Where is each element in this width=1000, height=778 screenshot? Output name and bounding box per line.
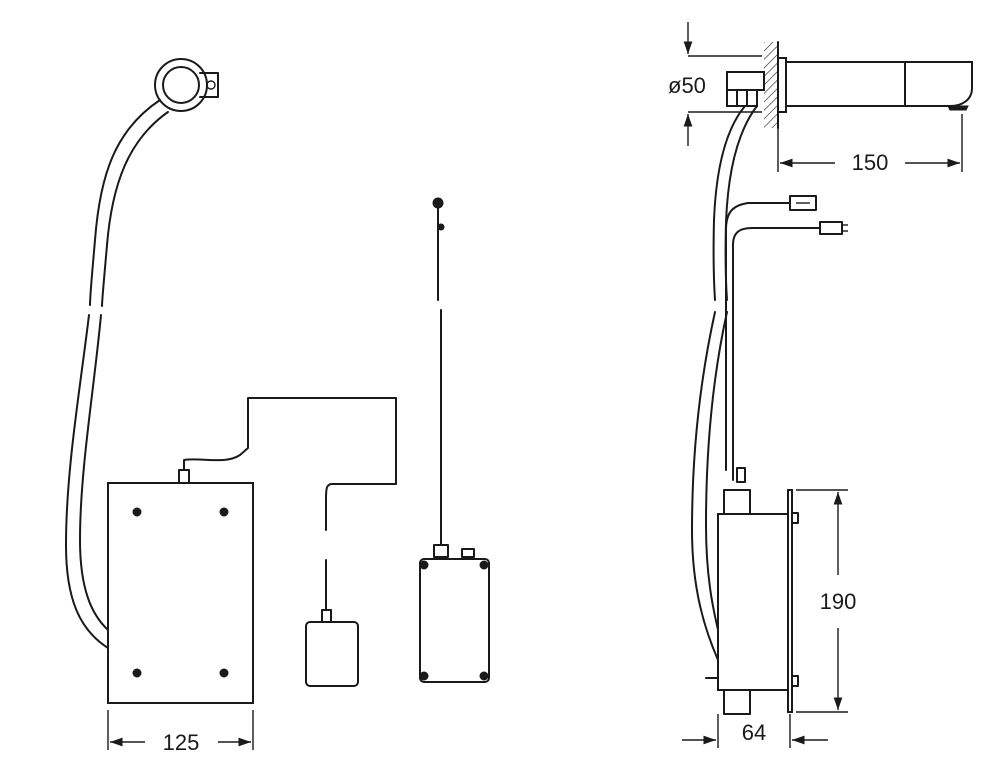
side-control-box [705,489,799,715]
dimension-width: 125 [107,710,254,755]
spout [726,57,973,113]
side-cables [725,195,848,483]
side-view: ø50 150 [668,22,973,748]
dimension-height: 190 [796,489,857,713]
hose [65,99,169,649]
sensor-ring [154,58,219,112]
dimension-label-height: 190 [820,589,857,614]
dimension-diameter: ø50 [668,22,762,146]
wall-section [764,42,778,128]
dimension-label-depth: 64 [742,720,766,745]
dimension-spout: 150 [777,114,963,175]
antenna-module [419,197,490,683]
control-box [107,469,254,704]
front-view: 125 [65,58,397,755]
dimension-depth: 64 [682,714,828,748]
dimension-label-width: 125 [163,730,200,755]
signal-cable [183,397,397,687]
dimension-label-diameter: ø50 [668,73,706,98]
dimension-label-spout: 150 [852,150,889,175]
